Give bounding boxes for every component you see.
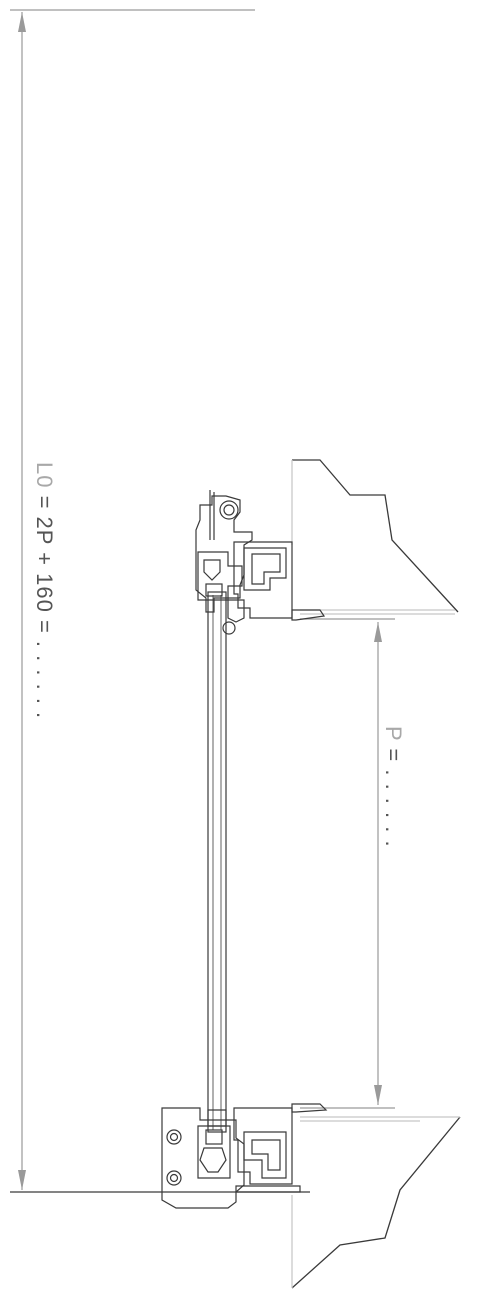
bottom-frame-lip <box>291 1103 328 1113</box>
bottom-screw-1-outer <box>166 1129 182 1145</box>
bottom-frame-section <box>233 1107 293 1185</box>
bottom-screw-2-outer <box>166 1170 182 1186</box>
lo-arrow-top <box>18 12 26 32</box>
top-frame-inner-2 <box>251 553 281 585</box>
bottom-sash-chamber <box>205 1129 223 1145</box>
bottom-frame-inner-2 <box>251 1139 281 1171</box>
lo-arrow-bottom <box>18 1170 26 1190</box>
bottom-sash-upper <box>207 1109 227 1127</box>
top-gasket <box>203 559 221 581</box>
top-frame-inner-1 <box>243 547 287 591</box>
top-frame-lip <box>291 609 326 621</box>
wall-bottom <box>291 1116 461 1289</box>
p-arrow-top <box>374 622 382 642</box>
top-hinge-pin-inner <box>223 504 235 516</box>
top-sash-lower <box>227 599 245 623</box>
p-formula: = . . . . . . <box>381 741 406 848</box>
dimension-p <box>300 618 395 1109</box>
top-sash-section <box>197 551 243 601</box>
bottom-sill <box>235 1185 301 1193</box>
glass-pane-outline <box>207 591 227 1133</box>
bottom-frame-inner-1 <box>243 1131 287 1179</box>
top-hinge-pin-outer <box>219 500 239 520</box>
top-frame-section <box>233 541 293 619</box>
profile-top <box>195 490 326 635</box>
lo-label: L0 = 2P + 160 = . . . . . . <box>31 462 57 719</box>
p-label: P = . . . . . . <box>380 726 406 848</box>
top-sash-chamber <box>205 583 223 597</box>
wall-bottom-break-line <box>291 1116 461 1289</box>
profile-bottom <box>161 1103 328 1209</box>
bottom-base-body <box>161 1107 245 1209</box>
top-screw <box>222 621 236 635</box>
bottom-screw-2-inner <box>169 1173 179 1183</box>
p-name: P <box>381 726 406 742</box>
wall-top-break-line <box>292 459 459 613</box>
glass-pane <box>207 591 227 1133</box>
bottom-gasket <box>199 1147 227 1173</box>
lo-name: L0 <box>32 462 57 489</box>
p-arrow-bottom <box>374 1085 382 1105</box>
lo-formula: = 2P + 160 = . . . . . . <box>32 488 57 720</box>
wall-top <box>291 459 459 615</box>
bottom-screw-1-inner <box>169 1132 179 1142</box>
